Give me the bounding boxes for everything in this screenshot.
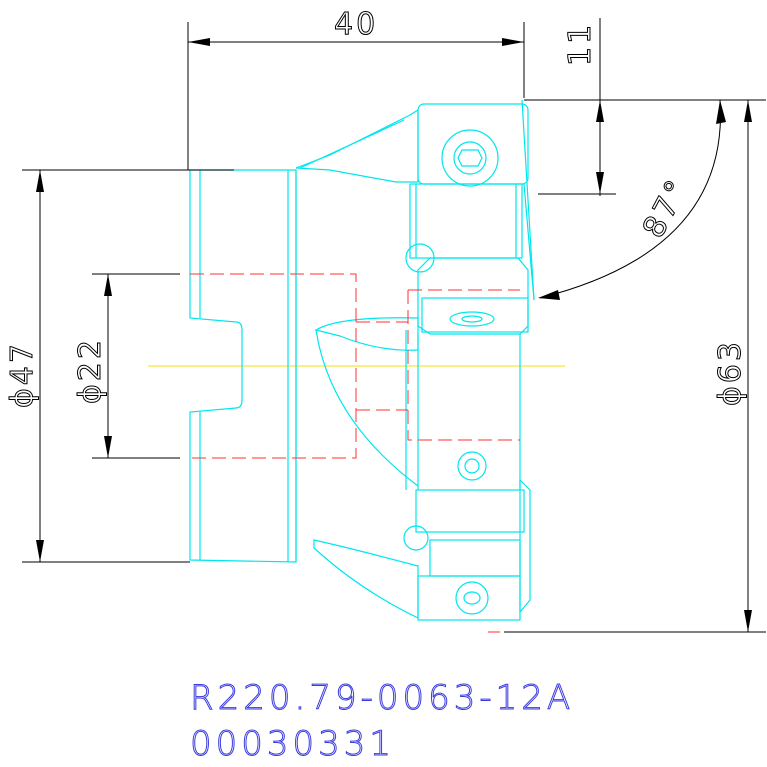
upper-insert-seat	[295, 103, 529, 273]
dim-diameter-63-label: ϕ63	[713, 339, 748, 406]
hidden-lines	[190, 273, 520, 633]
part-code: R220.79-0063-12A	[189, 678, 575, 719]
dim-length-40: 40	[187, 7, 525, 170]
cutter-body	[189, 169, 297, 563]
dim-diameter-22: ϕ22	[73, 273, 180, 459]
dim-diameter-47: ϕ47	[5, 169, 234, 563]
dim-offset-label: 11	[563, 22, 598, 66]
dim-offset-11: 11	[524, 18, 766, 196]
dim-diameter-63: ϕ63	[504, 100, 766, 633]
chip-flute	[314, 317, 521, 490]
lower-insert-seat	[313, 478, 531, 621]
part-number: 00030331	[189, 724, 396, 765]
dim-angle-label: 87°	[636, 172, 696, 243]
dim-diameter-47-label: ϕ47	[5, 341, 40, 408]
dim-angle-87: 87°	[538, 99, 726, 300]
dim-diameter-22-label: ϕ22	[73, 337, 108, 404]
dim-length-label: 40	[334, 7, 378, 42]
